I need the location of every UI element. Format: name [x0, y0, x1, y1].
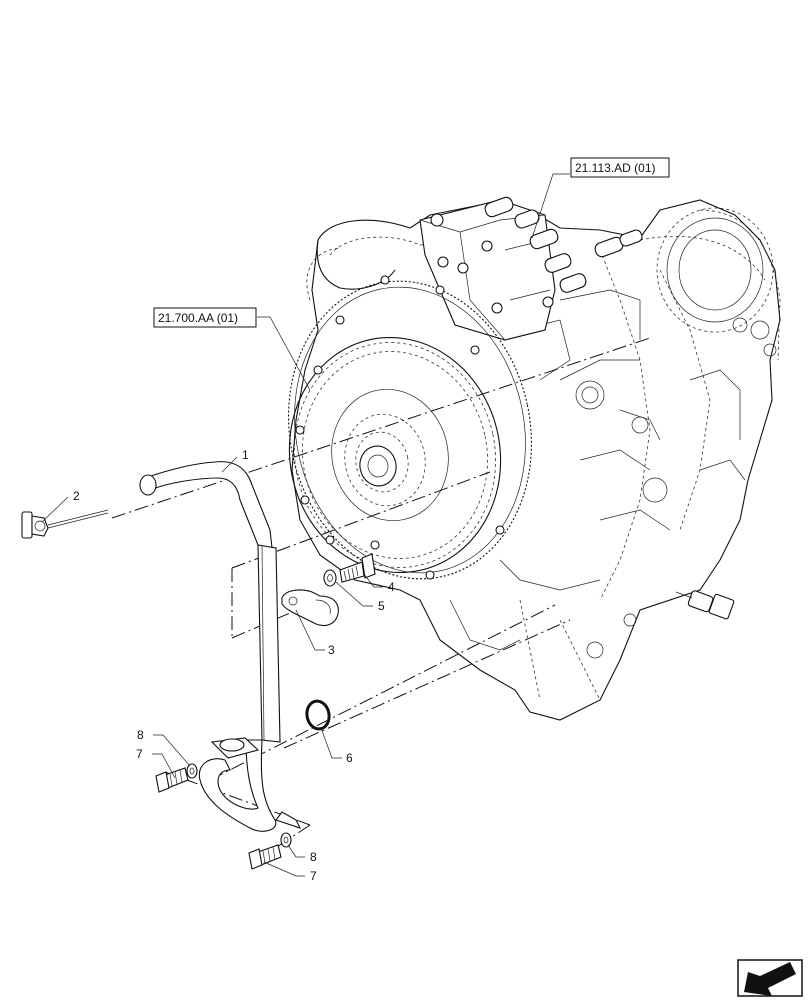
arrow-back-icon[interactable] — [737, 959, 803, 997]
callout-1: 1 — [242, 448, 249, 462]
part-5-washer — [323, 569, 337, 587]
reference-converter-label: 21.700.AA (01) — [158, 311, 238, 325]
valve-block — [419, 196, 643, 341]
callout-2: 2 — [73, 489, 80, 503]
callout-numbers: 1 2 3 4 5 6 8 7 8 7 — [73, 448, 395, 883]
part-7-bolt-upper — [155, 767, 189, 793]
solenoid-valves — [484, 196, 643, 293]
torque-converter — [287, 275, 533, 580]
part-2-sensor — [21, 509, 109, 539]
callout-7-upper: 7 — [136, 747, 143, 761]
part-8-washer-lower — [280, 832, 292, 848]
reference-valve-block-label: 21.113.AD (01) — [575, 161, 656, 175]
part-6-o-ring — [305, 699, 331, 731]
part-1-oil-pipe — [139, 461, 302, 832]
reference-converter[interactable]: 21.700.AA (01) — [153, 307, 257, 328]
transmission-housing — [291, 199, 781, 721]
callout-7-lower: 7 — [310, 869, 317, 883]
callout-5: 5 — [378, 599, 385, 613]
part-4-bolt — [339, 553, 376, 583]
callout-3: 3 — [328, 643, 335, 657]
callout-8-upper: 8 — [137, 728, 144, 742]
part-7-bolt-lower — [248, 844, 282, 870]
part-8-washer-upper — [186, 763, 198, 779]
part-3-pipe-clamp — [281, 589, 339, 627]
reference-valve-block[interactable]: 21.113.AD (01) — [570, 157, 670, 178]
callout-4: 4 — [388, 580, 395, 594]
leader-lines — [41, 173, 570, 877]
callout-6: 6 — [346, 751, 353, 765]
callout-8-lower: 8 — [310, 850, 317, 864]
